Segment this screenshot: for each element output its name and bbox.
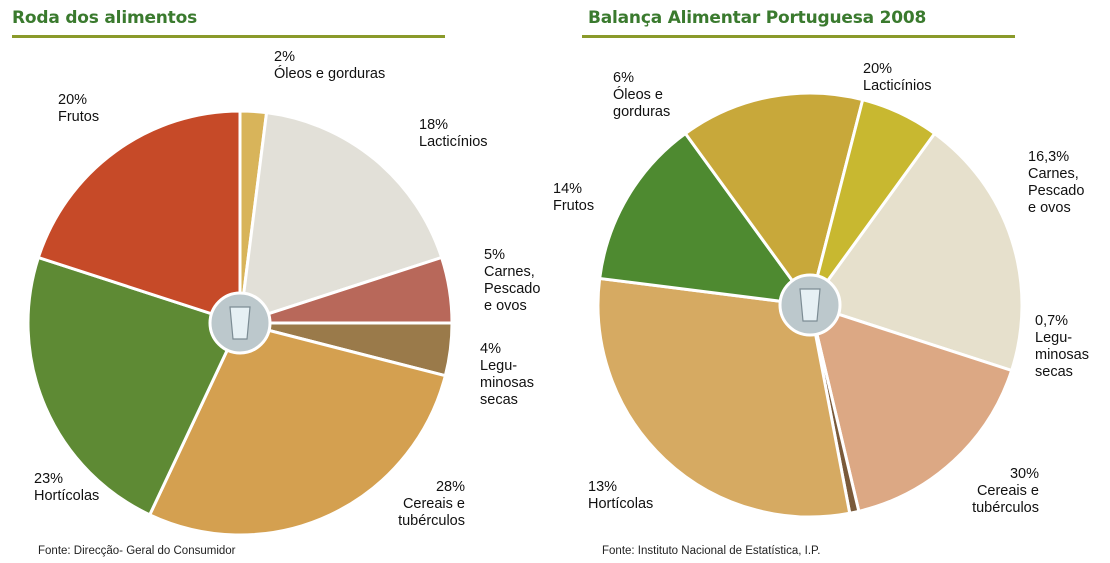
slice-label-cereals-right: 30% Cereais e tubérculos (955, 466, 1039, 517)
slice-name-line: Legu- (1035, 330, 1073, 346)
slice-name-line: Cereais e (976, 483, 1039, 499)
slice-label-meat-right: 16,3% Carnes, Pescado e ovos (1028, 149, 1084, 217)
slice-label-legumes-right: 0,7% Legu- minosas secas (1035, 313, 1089, 381)
slice-value: 18% (419, 117, 449, 133)
slice-value: 2% (274, 49, 295, 65)
slice-label-oils-left: 2% Óleos e gorduras (274, 49, 385, 83)
slice-name-line: Cereais e (402, 496, 465, 512)
slice-name-line: minosas (1035, 347, 1089, 363)
title-rule-right (582, 35, 1015, 38)
pie-chart-right (596, 91, 1024, 519)
slice-value: 23% (34, 471, 64, 487)
slice-name-line: Pescado (1028, 183, 1085, 199)
slice-name-line: Hortícolas (34, 488, 100, 504)
slice-value: 30% (1009, 466, 1039, 482)
slice-value: 16,3% (1028, 149, 1070, 165)
slice-label-meat-left: 5% Carnes, Pescado e ovos (484, 247, 540, 315)
pie-chart-left (26, 109, 454, 537)
chart-title-left: Roda dos alimentos (12, 8, 198, 28)
slice-label-legumes-left: 4% Legu- minosas secas (480, 341, 534, 409)
slice-name-line: tubérculos (398, 513, 465, 529)
pie-slice-cereais-e-tuberculos (147, 321, 448, 537)
slice-value: 4% (480, 341, 501, 357)
slice-name-line: Hortícolas (588, 496, 654, 512)
slice-label-oils-right: 6% Óleos e gorduras (613, 70, 670, 121)
slice-name-line: Óleos e gorduras (274, 66, 386, 82)
slice-value: 28% (435, 479, 465, 495)
slice-value: 20% (863, 61, 893, 77)
pie-slice-oleos-e-gorduras (808, 97, 937, 306)
slice-name-line: Carnes, (1028, 166, 1079, 182)
slice-name-line: secas (1035, 364, 1073, 380)
slice-label-fruits-left: 20% Frutos (58, 92, 99, 126)
slice-name-line: Pescado (484, 281, 541, 297)
slice-name-line: Óleos e (613, 87, 663, 103)
chart-title-right: Balança Alimentar Portuguesa 2008 (588, 8, 927, 28)
slice-label-cereals-left: 28% Cereais e tubérculos (385, 479, 465, 530)
slice-name-line: Lacticínios (863, 78, 932, 94)
water-glass-icon (799, 288, 821, 322)
pie-slice-lacticinios (238, 110, 444, 326)
slice-name-line: secas (480, 392, 518, 408)
title-rule-left (12, 35, 445, 38)
slice-name-line: tubérculos (972, 500, 1039, 516)
pie-slice-frutos (36, 109, 242, 326)
source-note-left: Fonte: Direcção- Geral do Consumidor (38, 545, 236, 557)
slice-label-vegetables-right: 13% Hortícolas (588, 479, 653, 513)
slice-value: 13% (588, 479, 618, 495)
slice-name-line: e ovos (1028, 200, 1071, 216)
slice-label-dairy-right: 20% Lacticínios (863, 61, 932, 95)
slice-name-line: Legu- (480, 358, 518, 374)
slice-name-line: e ovos (484, 298, 527, 314)
water-glass-icon (229, 306, 251, 340)
slice-name-line: gorduras (613, 104, 671, 120)
pie-slice-cereais-e-tuberculos (596, 276, 852, 519)
slice-value: 20% (58, 92, 88, 108)
pie-slice-frutos (683, 91, 865, 309)
slice-label-fruits-right: 14% Frutos (553, 181, 594, 215)
slice-name-line: minosas (480, 375, 534, 391)
pie-slice-carnes-pescado-e-ovos (807, 302, 1014, 514)
pie-slice-horticolas (597, 131, 814, 307)
slice-name-line: Frutos (553, 198, 595, 214)
slice-label-vegetables-left: 23% Hortícolas (34, 471, 99, 505)
pie-slice-horticolas (26, 255, 243, 517)
slice-name-line: Lacticínios (419, 134, 488, 150)
source-note-right: Fonte: Instituto Nacional de Estatística… (602, 545, 821, 557)
slice-label-dairy-left: 18% Lacticínios (419, 117, 488, 151)
slice-value: 14% (553, 181, 583, 197)
pie-slice-lacticinios (807, 131, 1024, 373)
slice-name-line: Carnes, (484, 264, 535, 280)
slice-value: 5% (484, 247, 505, 263)
slice-name-line: Frutos (58, 109, 100, 125)
slice-value: 6% (613, 70, 634, 86)
slice-value: 0,7% (1035, 313, 1069, 329)
